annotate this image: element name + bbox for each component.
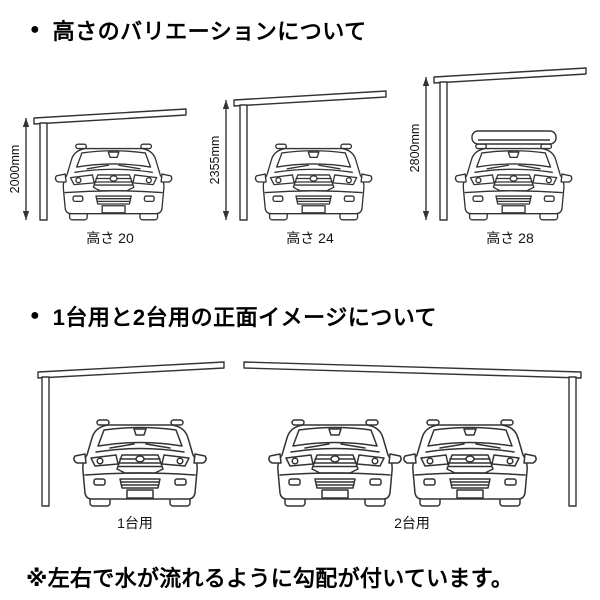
section-height-variation: ● 高さのバリエーションについて 2000mm 高さ 20 xyxy=(0,14,600,252)
carport-diagram-height-20: 2000mm 高さ 20 xyxy=(10,108,187,246)
carport-roof xyxy=(37,361,225,379)
car-illustration xyxy=(254,143,373,221)
height-diagrams-row: 2000mm 高さ 20 2355mm 高さ 24 xyxy=(0,60,600,252)
diagram-caption: 高さ 24 xyxy=(286,230,334,246)
dimension-arrow xyxy=(222,100,230,220)
car-illustration-left xyxy=(268,419,402,507)
roof-box xyxy=(471,130,557,145)
slope-note: ※左右で水が流れるように勾配が付いています。 xyxy=(26,566,514,591)
carport-roof xyxy=(33,108,187,125)
dimension-arrow xyxy=(22,118,30,220)
carport-diagram-single: 1台用 xyxy=(37,361,225,531)
carport-diagram-double: 2台用 xyxy=(243,361,582,531)
section-front-image: ● 1台用と2台用の正面イメージについて 1台用 xyxy=(0,300,600,533)
bullet-icon: ● xyxy=(30,307,40,324)
carport-post xyxy=(568,376,577,507)
car-illustration xyxy=(54,143,173,221)
height-variation-title: 高さのバリエーションについて xyxy=(52,19,367,44)
bullet-icon: ● xyxy=(30,21,40,38)
car-illustration xyxy=(454,143,573,221)
diagram-caption: 2台用 xyxy=(394,515,430,531)
front-image-header: ● 1台用と2台用の正面イメージについて xyxy=(0,300,600,332)
dimension-label: 2000mm xyxy=(10,145,22,194)
dimension-label: 2355mm xyxy=(210,136,222,185)
carport-roof xyxy=(243,361,582,379)
carport-diagram-height-28: 2800mm 高さ 28 xyxy=(410,67,587,246)
car-illustration-right xyxy=(403,419,537,507)
dimension-arrow xyxy=(422,77,430,220)
height-variation-header: ● 高さのバリエーションについて xyxy=(0,14,600,46)
dimension-label: 2800mm xyxy=(410,124,422,173)
carport-post xyxy=(239,104,248,221)
diagram-caption: 高さ 28 xyxy=(486,230,534,246)
front-diagrams-row: 1台用 2台用 xyxy=(0,338,600,533)
diagram-caption: 高さ 20 xyxy=(86,230,134,246)
carport-post xyxy=(439,81,448,221)
diagram-caption: 1台用 xyxy=(117,515,153,531)
carport-diagram-height-24: 2355mm 高さ 24 xyxy=(210,90,387,246)
carport-roof xyxy=(233,90,387,107)
front-image-title: 1台用と2台用の正面イメージについて xyxy=(52,305,438,330)
car-illustration xyxy=(73,419,207,507)
carport-post xyxy=(41,376,50,507)
carport-post xyxy=(39,122,48,221)
carport-roof xyxy=(433,67,587,84)
